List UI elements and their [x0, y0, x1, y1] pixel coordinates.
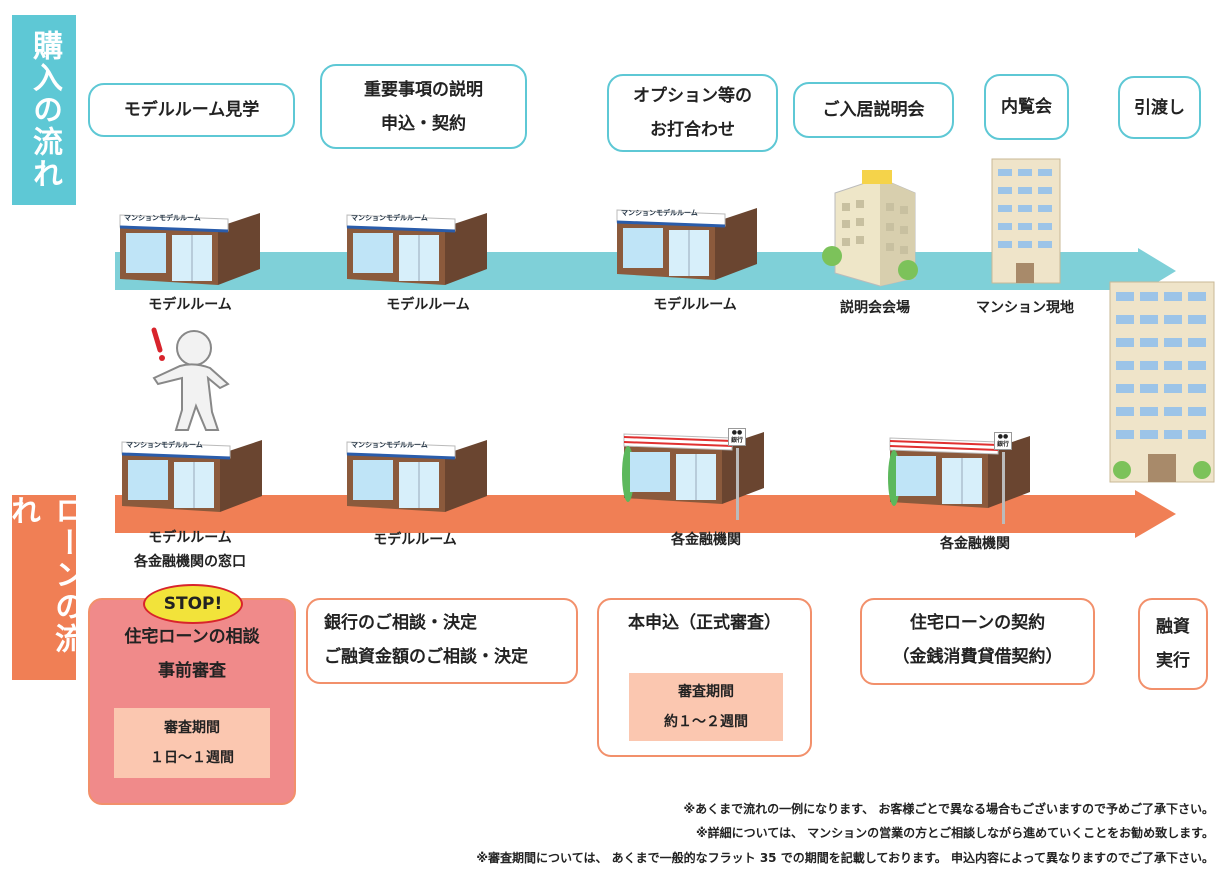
- place-label: モデルルーム各金融機関の窓口: [134, 526, 246, 574]
- step-text: 住宅ローンの契約: [909, 613, 1046, 633]
- step-handover: 引渡し: [1118, 76, 1201, 139]
- stop-badge: STOP!: [143, 584, 243, 624]
- bank-sign: ●●銀行: [994, 432, 1012, 450]
- bank-sign-dots: ●●: [997, 433, 1009, 440]
- confused-person-icon: [151, 327, 230, 431]
- place-label: 説明会会場: [840, 300, 910, 316]
- step-text: 本申込（正式審査）: [628, 613, 781, 633]
- period-value: 約１～２週間: [664, 714, 748, 730]
- step-text: お打合わせ: [650, 120, 735, 140]
- model-room-shop-icon: [346, 213, 487, 285]
- place-label-line: モデルルーム: [148, 530, 232, 546]
- mansion-site-building: [991, 158, 1061, 284]
- place-label: マンション現地: [976, 300, 1074, 316]
- model-room-sign: マンションモデルルーム: [621, 209, 698, 217]
- purchase-flow-label: 購入の流れ: [12, 15, 76, 205]
- model-room-shop-icon: [121, 440, 262, 512]
- place-label: 各金融機関: [671, 532, 741, 548]
- step-bank-consultation: 銀行のご相談・決定 ご融資金額のご相談・決定: [306, 598, 578, 684]
- step-model-room-visit: モデルルーム見学: [88, 83, 295, 137]
- period-value: １日～１週間: [150, 750, 234, 766]
- place-label: モデルルーム: [148, 297, 232, 313]
- step-text: 内覧会: [1001, 97, 1052, 117]
- bank-sign-dots: ●●: [731, 429, 743, 436]
- bank-sign-pole: [1002, 452, 1005, 524]
- step-text: 融資: [1156, 617, 1190, 637]
- step-text: 重要事項の説明: [364, 79, 483, 100]
- step-move-in-briefing: ご入居説明会: [793, 82, 954, 138]
- step-options: オプション等のお打合わせ: [607, 74, 778, 152]
- place-label: モデルルーム: [386, 297, 470, 313]
- footnote: ※審査期間については、 あくまで一般的なフラット 35 での期間を記載しておりま…: [476, 851, 1214, 865]
- step-text: 引渡し: [1134, 97, 1185, 118]
- step-formal-application: 本申込（正式審査） 審査期間 約１～２週間: [597, 598, 812, 757]
- review-period-box: 審査期間 約１～２週間: [629, 673, 783, 741]
- step-contract: 重要事項の説明申込・契約: [320, 64, 527, 149]
- step-text: 事前審査: [158, 661, 226, 681]
- step-text: （金銭消費貸借契約）: [892, 647, 1063, 667]
- step-text: 申込・契約: [381, 113, 466, 134]
- bank-shop-icon: [622, 432, 764, 504]
- step-text: 実行: [1156, 651, 1190, 671]
- step-loan-execution: 融資 実行: [1138, 598, 1208, 690]
- step-text: ご入居説明会: [822, 100, 925, 120]
- place-label: 各金融機関: [940, 536, 1010, 552]
- bank-building: ●●銀行: [622, 424, 772, 528]
- step-text: 銀行のご相談・決定: [324, 613, 477, 633]
- step-preview: 内覧会: [984, 74, 1069, 140]
- place-label: モデルルーム: [373, 532, 457, 548]
- model-room-sign: マンションモデルルーム: [351, 441, 428, 449]
- step-text: ご融資金額のご相談・決定: [324, 647, 528, 667]
- bank-sign-pole: [736, 448, 739, 520]
- step-text: 住宅ローンの相談: [124, 627, 260, 647]
- model-room-shop-icon: [346, 440, 487, 512]
- step-text: オプション等の: [633, 86, 752, 106]
- model-room-shop-icon: [119, 213, 260, 285]
- period-label: 審査期間: [678, 684, 734, 700]
- bank-building: ●●銀行: [888, 428, 1038, 532]
- model-room-sign: マンションモデルルーム: [126, 441, 203, 449]
- model-room-building: マンションモデルルーム: [120, 432, 270, 516]
- place-label: モデルルーム: [653, 297, 737, 313]
- review-period-box: 審査期間 １日～１週間: [114, 708, 270, 778]
- handover-mansion-building: [1109, 281, 1215, 483]
- briefing-venue-building: [822, 170, 918, 287]
- bank-sign-text: 銀行: [730, 437, 743, 444]
- step-loan-contract: 住宅ローンの契約 （金銭消費貸借契約）: [860, 598, 1095, 685]
- model-room-building: マンションモデルルーム: [345, 432, 495, 516]
- model-room-sign: マンションモデルルーム: [351, 214, 428, 222]
- footnote: ※あくまで流れの一例になります、 お客様ごとで異なる場合もございますので予めご了…: [683, 802, 1214, 816]
- bank-shop-icon: [888, 436, 1030, 508]
- step-pre-screening: 住宅ローンの相談 事前審査 審査期間 １日～１週間: [88, 598, 296, 805]
- place-label-line: 各金融機関の窓口: [134, 554, 246, 570]
- model-room-building: マンションモデルルーム: [615, 200, 765, 284]
- model-room-building: マンションモデルルーム: [118, 205, 268, 289]
- bank-sign-text: 銀行: [996, 441, 1009, 448]
- step-text: モデルルーム見学: [123, 100, 260, 120]
- model-room-shop-icon: [616, 208, 757, 280]
- period-label: 審査期間: [164, 720, 220, 736]
- model-room-building: マンションモデルルーム: [345, 205, 495, 289]
- model-room-sign: マンションモデルルーム: [124, 214, 201, 222]
- footnote: ※詳細については、 マンションの営業の方とご相談しながら進めていくことをお勧め致…: [695, 826, 1214, 840]
- bank-sign: ●●銀行: [728, 428, 746, 446]
